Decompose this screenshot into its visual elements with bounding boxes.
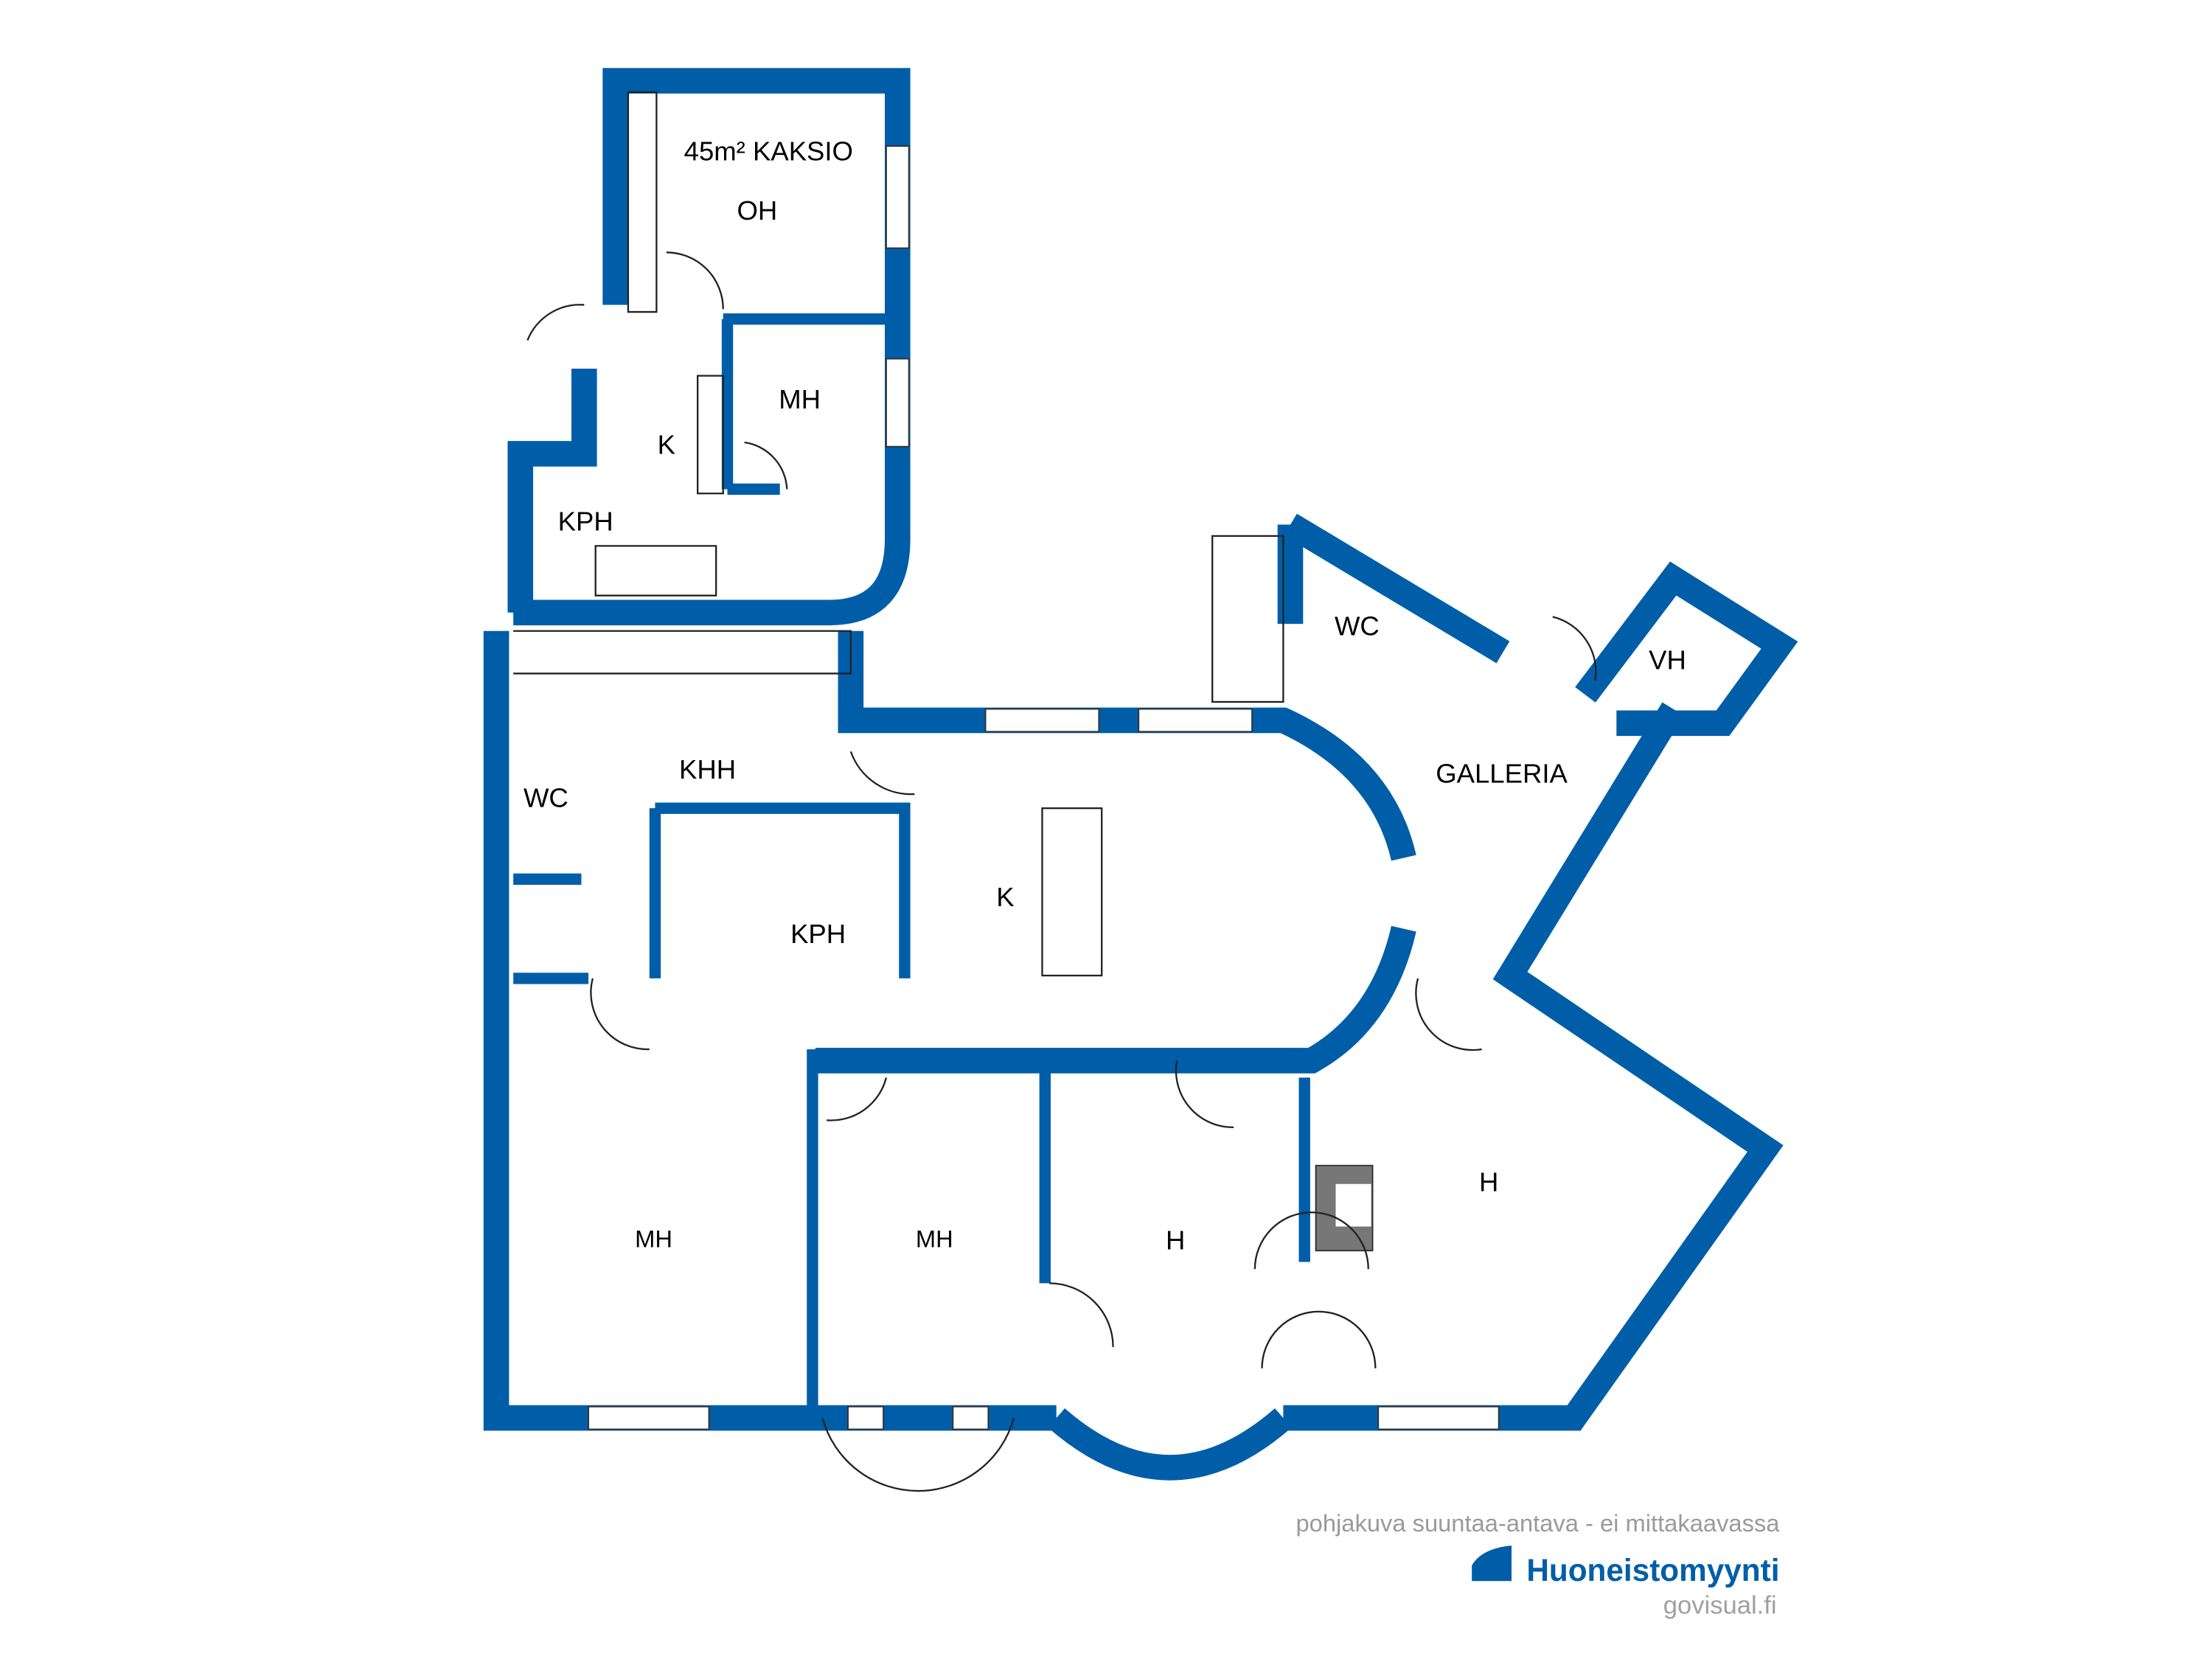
room-label-annex-mh: MH <box>779 384 821 414</box>
window <box>984 708 1100 733</box>
brand-logo-icon <box>1472 1545 1512 1582</box>
room-label-wc-left: WC <box>524 782 568 813</box>
window <box>885 145 910 249</box>
window <box>1377 1405 1500 1430</box>
window <box>847 1405 885 1430</box>
room-label-h-1: H <box>1166 1225 1185 1255</box>
window <box>588 1405 710 1430</box>
room-label-mh-2: MH <box>916 1225 953 1252</box>
brand-name: Huoneistomyynti <box>1526 1553 1779 1587</box>
room-label-annex-kph: KPH <box>558 506 613 536</box>
window <box>885 358 910 448</box>
disclaimer-text: pohjakuva suuntaa-antava - ei mittakaava… <box>1296 1509 1781 1537</box>
window <box>1138 708 1253 733</box>
room-label-annex-oh: OH <box>737 195 778 226</box>
room-label-mh-1: MH <box>635 1225 672 1252</box>
room-label-kph: KPH <box>790 919 846 949</box>
room-label-kitchen: K <box>996 882 1014 912</box>
room-label-khh: KHH <box>679 754 736 785</box>
main-walls <box>483 513 1798 1492</box>
room-label-annex-k: K <box>658 429 675 459</box>
window <box>952 1405 990 1430</box>
room-label-wc-top: WC <box>1335 611 1380 641</box>
room-label-annex-title: 45m² KAKSIO <box>684 136 853 166</box>
room-label-galleria: GALLERIA <box>1436 759 1568 789</box>
room-label-vh: VH <box>1649 645 1686 675</box>
room-label-h-2: H <box>1479 1166 1498 1197</box>
brand-site: govisual.fi <box>1663 1591 1777 1619</box>
annex-walls <box>507 68 911 626</box>
